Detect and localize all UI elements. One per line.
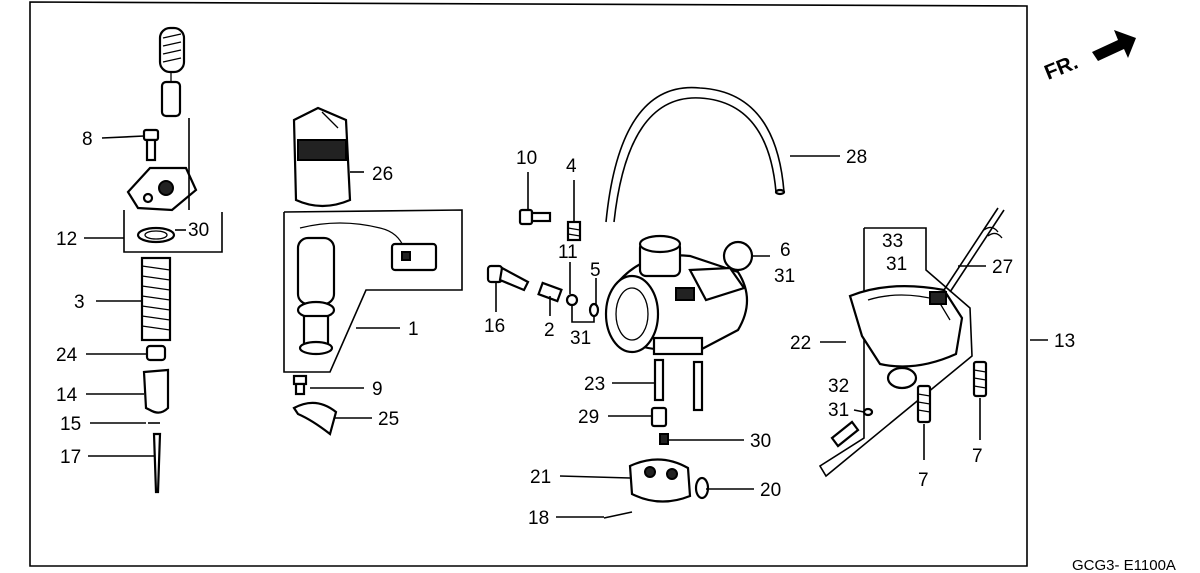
callout-14: 14 (56, 385, 78, 406)
callout-16: 16 (484, 316, 505, 337)
throttle-valve (142, 368, 170, 414)
jet-holder-29 (650, 406, 668, 428)
fuel-tube (605, 86, 786, 223)
callout-21: 21 (530, 467, 551, 488)
main-jet-23 (653, 358, 704, 412)
auto-choke-body (296, 222, 438, 356)
callout-18: 18 (528, 508, 549, 529)
callout-2: 2 (544, 320, 555, 341)
callout-20: 20 (760, 480, 781, 501)
front-direction-label: FR. (1041, 51, 1081, 85)
carburetor-body (604, 234, 748, 356)
callout-7-right: 7 (972, 446, 983, 467)
callout-labels: 8 12 30 3 24 14 15 17 26 1 9 25 10 4 11 … (56, 129, 1075, 529)
jet-30 (659, 433, 669, 445)
diagram-code: GCG3- E1100A (1072, 557, 1176, 573)
jet-needle (152, 432, 162, 494)
callout-5: 5 (590, 260, 601, 281)
callout-31-float: 31 (886, 254, 907, 275)
spring-2 (537, 281, 563, 303)
chamber-screw-7a (916, 384, 932, 424)
callout-22: 22 (790, 333, 811, 354)
front-arrow-icon (1092, 30, 1136, 61)
o-ring-6 (722, 240, 754, 272)
float-pin-18 (603, 511, 633, 519)
leader-lines (84, 135, 1048, 518)
callout-9: 9 (372, 379, 383, 400)
callout-17: 17 (60, 447, 81, 468)
callout-6: 6 (780, 240, 791, 261)
callout-32: 32 (828, 376, 849, 397)
callout-31-mid: 31 (570, 328, 591, 349)
o-ring-31-chamber (862, 407, 874, 417)
chamber-screw-7b (972, 360, 988, 398)
throttle-cable-adjuster (158, 26, 186, 118)
callout-25: 25 (378, 409, 399, 430)
callout-30-right: 30 (750, 431, 771, 452)
diagram-frame (29, 1, 1028, 567)
callout-7-left: 7 (918, 470, 929, 491)
o-ring-30-left (136, 226, 176, 244)
callout-23: 23 (584, 374, 605, 395)
screw-8 (142, 128, 160, 162)
screw-9 (292, 374, 308, 396)
callout-24: 24 (56, 345, 78, 366)
float-valve-20 (694, 476, 710, 500)
float-21 (628, 458, 692, 503)
front-direction-indicator: FR. (1041, 30, 1136, 85)
callout-29: 29 (578, 407, 599, 428)
spring-4 (566, 220, 582, 242)
drain-tube-27 (943, 207, 1005, 293)
callout-28: 28 (846, 147, 867, 168)
choke-bracket (292, 401, 338, 436)
choke-cover (292, 106, 352, 208)
callout-27: 27 (992, 257, 1013, 278)
callout-33: 33 (882, 231, 903, 252)
callout-26: 26 (372, 164, 393, 185)
callout-31-drain: 31 (828, 400, 849, 421)
callout-3: 3 (74, 292, 85, 313)
float-chamber (848, 285, 964, 390)
needle-retainer (145, 344, 167, 362)
screw-10 (518, 208, 552, 226)
air-screw-16 (486, 264, 530, 292)
callout-13: 13 (1054, 331, 1075, 352)
callout-15: 15 (60, 414, 81, 435)
callout-12: 12 (56, 229, 77, 250)
callout-11: 11 (558, 242, 578, 263)
cable-holder (126, 166, 198, 212)
callout-4: 4 (566, 156, 577, 177)
washer-11 (565, 293, 579, 307)
drain-screw-32 (830, 420, 860, 448)
throttle-spring (140, 256, 172, 342)
callout-8: 8 (82, 129, 93, 150)
callout-10: 10 (516, 148, 537, 169)
callout-30-left: 30 (188, 220, 209, 241)
o-ring-5 (588, 302, 600, 318)
callout-31-oring: 31 (774, 266, 795, 287)
callout-1: 1 (408, 319, 419, 340)
